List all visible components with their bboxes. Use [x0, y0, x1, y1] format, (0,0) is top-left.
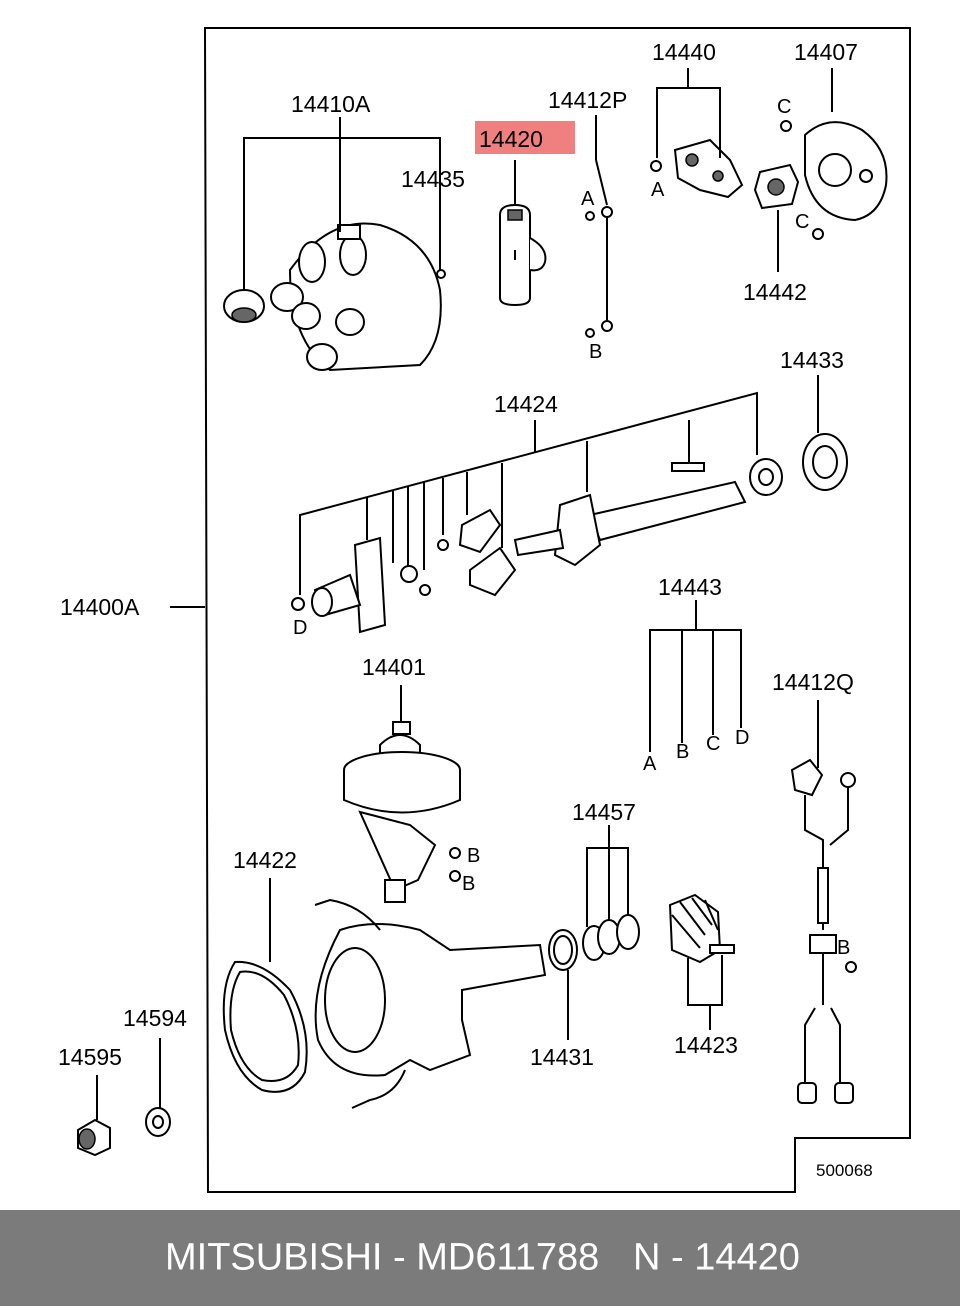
- label-14412Q: 14412Q: [772, 669, 854, 695]
- label-14442: 14442: [743, 279, 807, 305]
- breaker-plate: [780, 120, 888, 240]
- shaft-assembly: [291, 458, 783, 634]
- thrust-washers: [582, 914, 640, 961]
- brand-part-number: MITSUBISHI - MD611788: [165, 1236, 600, 1279]
- nut-14595: [77, 1118, 111, 1157]
- footer-bar: MITSUBISHI - MD611788 N - 14420: [0, 1210, 960, 1306]
- ref-a-igniter: A: [651, 179, 665, 201]
- label-14423: 14423: [674, 1032, 738, 1058]
- ref-a-14443: A: [643, 753, 657, 775]
- label-14431: 14431: [530, 1044, 594, 1070]
- label-14443: 14443: [658, 574, 722, 600]
- o-ring: [548, 929, 578, 971]
- drive-gear: [668, 893, 735, 964]
- highlight-box: [475, 121, 575, 154]
- label-14457: 14457: [572, 799, 636, 825]
- label-14400A: 14400A: [60, 594, 140, 620]
- ref-b-vacuum-1: B: [467, 845, 480, 867]
- label-14424: 14424: [494, 391, 558, 417]
- parts-diagram: 14410A 14435 14420 14412P 14440 14407 14…: [58, 27, 911, 1193]
- label-14433: 14433: [780, 347, 844, 373]
- ref-b-wire: B: [589, 341, 602, 363]
- diagram-code: 500068: [816, 1161, 873, 1180]
- ref-c-plate-top: C: [777, 96, 791, 118]
- label-14440: 14440: [652, 39, 716, 65]
- rotor: [499, 203, 547, 307]
- reference-number: N - 14420: [633, 1236, 800, 1279]
- label-14420: 14420: [479, 126, 543, 152]
- label-14594: 14594: [123, 1005, 187, 1031]
- label-14401: 14401: [362, 654, 426, 680]
- ref-b-harness: B: [837, 937, 850, 959]
- sensor-harness: [790, 758, 857, 1104]
- ref-a-wire: A: [581, 188, 595, 210]
- ref-c-14443: C: [706, 733, 720, 755]
- label-14422: 14422: [233, 847, 297, 873]
- cap-boot: [223, 289, 265, 323]
- label-14435: 14435: [401, 166, 465, 192]
- ref-d-shaft: D: [293, 617, 307, 639]
- pickup: [753, 163, 800, 210]
- diagram-frame: [203, 27, 911, 1193]
- ref-b-14443: B: [676, 741, 689, 763]
- oil-seal: [802, 433, 848, 491]
- ground-wire: [585, 206, 613, 338]
- label-14595: 14595: [58, 1044, 122, 1070]
- washer-14594: [145, 1107, 171, 1137]
- label-14412P: 14412P: [548, 87, 627, 113]
- label-14407: 14407: [794, 39, 858, 65]
- vacuum-advance: [343, 721, 461, 903]
- distributor-housing: [314, 898, 547, 1109]
- ref-b-vacuum-2: B: [462, 873, 475, 895]
- housing-gasket: [222, 960, 308, 1093]
- distributor-cap: [270, 222, 442, 372]
- ref-d-14443: D: [735, 727, 749, 749]
- label-14410A: 14410A: [291, 91, 371, 117]
- igniter: [650, 138, 744, 199]
- ref-c-plate-bottom: C: [795, 211, 809, 233]
